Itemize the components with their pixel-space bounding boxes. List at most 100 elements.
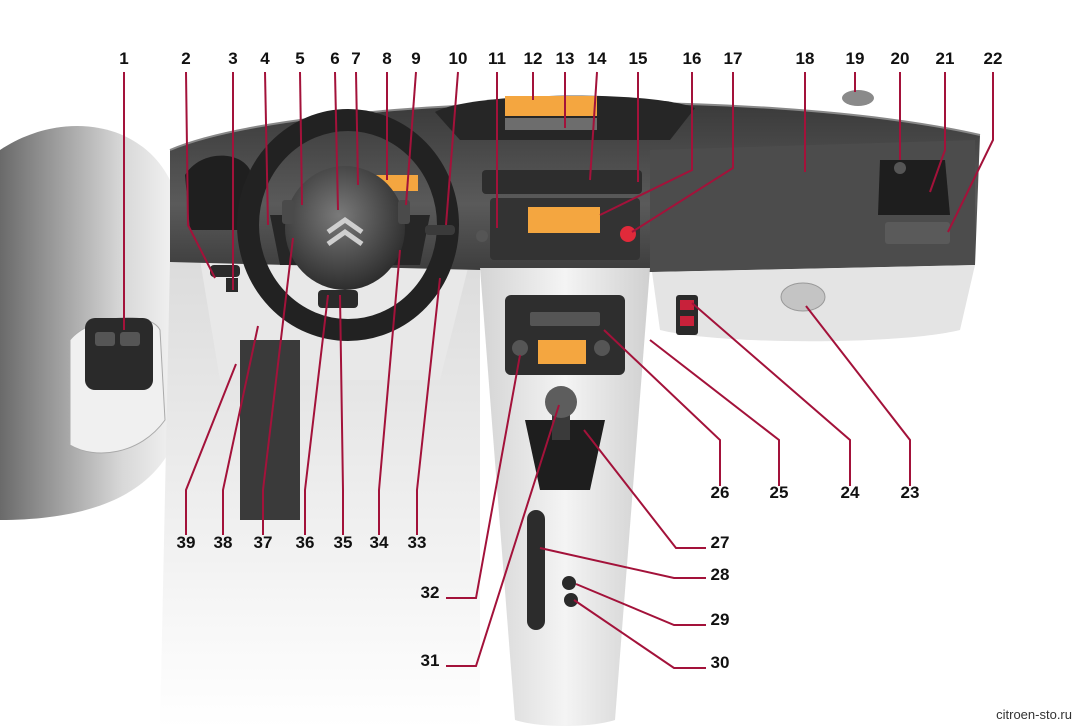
climate-knob-right	[594, 340, 610, 356]
callout-leader-33	[416, 277, 441, 535]
callout-leader-10	[445, 71, 459, 226]
window-switch	[120, 332, 140, 346]
central-vents	[482, 170, 642, 194]
callout-leader-14	[589, 71, 598, 181]
callout-number-12: 12	[524, 49, 543, 68]
callout-leader-34	[378, 249, 401, 535]
console-switch	[564, 593, 578, 607]
callout-leader-9	[405, 71, 417, 206]
callout-leader-37	[262, 237, 294, 535]
lower-column	[318, 290, 358, 308]
gear-boot	[525, 420, 605, 490]
handbrake	[527, 510, 545, 630]
switch-red	[680, 300, 694, 310]
brand-chevron	[326, 228, 364, 247]
display-lower-bar	[505, 118, 597, 130]
vent-knob	[894, 162, 906, 174]
callout-number-25: 25	[770, 483, 789, 502]
callout-number-28: 28	[711, 565, 730, 584]
stalk-right	[425, 225, 455, 235]
callout-number-15: 15	[629, 49, 648, 68]
callout-number-3: 3	[228, 49, 237, 68]
glovebox-handle	[780, 282, 826, 312]
callout-number-13: 13	[556, 49, 575, 68]
callout-number-31: 31	[421, 651, 440, 670]
wheel-control	[282, 200, 294, 224]
callout-number-33: 33	[408, 533, 427, 552]
callout-leader-38	[222, 325, 259, 535]
callout-leader-6	[334, 71, 339, 211]
callout-number-6: 6	[330, 49, 339, 68]
brand-chevron	[326, 216, 364, 235]
callout-leader-21	[929, 72, 946, 193]
callout-number-9: 9	[411, 49, 420, 68]
callout-leader-2	[185, 71, 216, 279]
callout-leader-26	[603, 329, 721, 486]
display-screen-highlight	[505, 96, 597, 116]
callout-leaders	[123, 71, 994, 669]
callout-leader-17	[631, 72, 734, 233]
right-air-vent	[878, 160, 950, 215]
callout-number-27: 27	[711, 533, 730, 552]
callout-number-1: 1	[119, 49, 128, 68]
callout-number-14: 14	[588, 49, 607, 68]
callout-number-34: 34	[370, 533, 389, 552]
callout-number-22: 22	[984, 49, 1003, 68]
callout-number-37: 37	[254, 533, 273, 552]
callout-number-16: 16	[683, 49, 702, 68]
hazard-button	[620, 226, 636, 242]
callout-leader-39	[185, 363, 237, 535]
watermark: citroen-sto.ru	[996, 707, 1072, 722]
wheel-control	[398, 200, 410, 224]
callout-number-5: 5	[295, 49, 304, 68]
callout-number-35: 35	[334, 533, 353, 552]
climate-knob-left	[512, 340, 528, 356]
callout-leader-4	[264, 71, 269, 226]
radio-display-highlight	[528, 207, 600, 233]
callout-number-7: 7	[351, 49, 360, 68]
callout-number-10: 10	[449, 49, 468, 68]
callout-leader-7	[355, 71, 359, 186]
callout-leader-35	[339, 294, 344, 535]
callout-number-8: 8	[382, 49, 391, 68]
steering-wheel-hub	[285, 166, 405, 290]
callout-number-30: 30	[711, 653, 730, 672]
callout-number-36: 36	[296, 533, 315, 552]
callout-number-29: 29	[711, 610, 730, 629]
console-switch	[562, 576, 576, 590]
callout-number-20: 20	[891, 49, 910, 68]
callout-number-19: 19	[846, 49, 865, 68]
callout-leader-29	[575, 583, 706, 626]
center-console	[480, 268, 650, 726]
callout-number-39: 39	[177, 533, 196, 552]
switch-red	[680, 316, 694, 326]
radio-knob	[476, 230, 488, 242]
callout-leader-31	[446, 404, 560, 667]
callout-leader-28	[539, 547, 706, 579]
callout-leader-23	[805, 305, 911, 486]
callout-leader-16	[599, 72, 693, 216]
callout-number-18: 18	[796, 49, 815, 68]
callout-number-2: 2	[181, 49, 190, 68]
callout-number-32: 32	[421, 583, 440, 602]
callout-leader-27	[583, 429, 706, 549]
glovebox-light	[885, 222, 950, 244]
dash-speaker	[842, 90, 874, 106]
callout-leader-5	[299, 71, 303, 206]
callout-number-24: 24	[841, 483, 860, 502]
callout-number-23: 23	[901, 483, 920, 502]
gear-knob	[545, 386, 577, 418]
window-switch-panel	[85, 318, 153, 390]
callout-leader-36	[304, 294, 329, 535]
callout-leader-25	[649, 339, 780, 486]
callout-leader-32	[446, 354, 521, 599]
callout-number-21: 21	[936, 49, 955, 68]
climate-buttons	[530, 312, 600, 326]
callout-leader-30	[573, 599, 706, 669]
callout-number-4: 4	[260, 49, 270, 68]
callout-leader-22	[947, 72, 994, 233]
callout-number-17: 17	[724, 49, 743, 68]
